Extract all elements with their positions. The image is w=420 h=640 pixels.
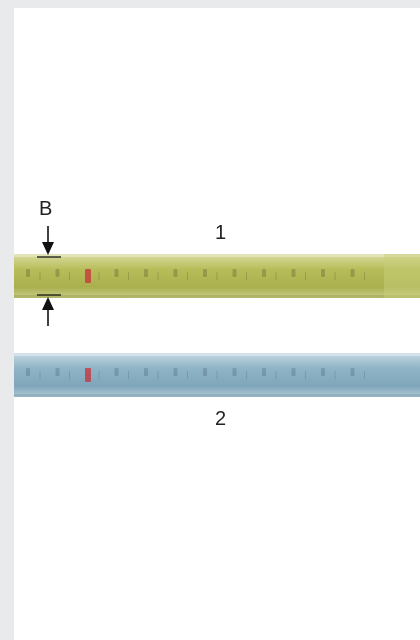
tape-accent-mark	[85, 269, 91, 283]
tape-graduation-mark	[114, 269, 119, 277]
tape-graduation-mark	[55, 269, 60, 277]
dimension-label-b: B	[39, 198, 53, 220]
tape-1	[14, 254, 420, 298]
tape-graduation-mark	[350, 368, 355, 376]
tape-graduation-mark	[26, 269, 30, 277]
tape-graduation-mark	[203, 368, 207, 376]
tape-graduation-mark	[350, 269, 355, 277]
tape-graduation-mark	[232, 269, 237, 277]
tape-label-2: 2	[215, 408, 227, 430]
tape-graduation-mark	[173, 368, 178, 376]
tape-accent-mark	[85, 368, 91, 382]
tape-graduation-mark	[114, 368, 119, 376]
tape-graduation-mark	[144, 368, 148, 376]
figure-panel	[14, 8, 420, 640]
tape-graduation-mark	[291, 269, 296, 277]
tape-2-graduations	[26, 368, 365, 382]
tape-graduation-mark	[203, 269, 207, 277]
tape-graduation-mark	[321, 269, 325, 277]
tape-1-body	[14, 254, 420, 298]
tape-graduation-mark	[262, 269, 266, 277]
tape-2	[14, 353, 420, 397]
tape-graduation-mark	[232, 368, 237, 376]
tape-graduation-mark	[26, 368, 30, 376]
tape-graduation-mark	[291, 368, 296, 376]
tape-graduation-mark	[321, 368, 325, 376]
tape-graduation-mark	[173, 269, 178, 277]
tape-1-graduations	[26, 269, 365, 283]
tape-1-graphic	[14, 254, 420, 298]
tape-graduation-mark	[144, 269, 148, 277]
tape-graduation-mark	[55, 368, 60, 376]
tape-graduation-mark	[262, 368, 266, 376]
tape-label-1: 1	[215, 222, 227, 244]
tape-2-body	[14, 353, 420, 397]
tape-2-graphic	[14, 353, 420, 397]
